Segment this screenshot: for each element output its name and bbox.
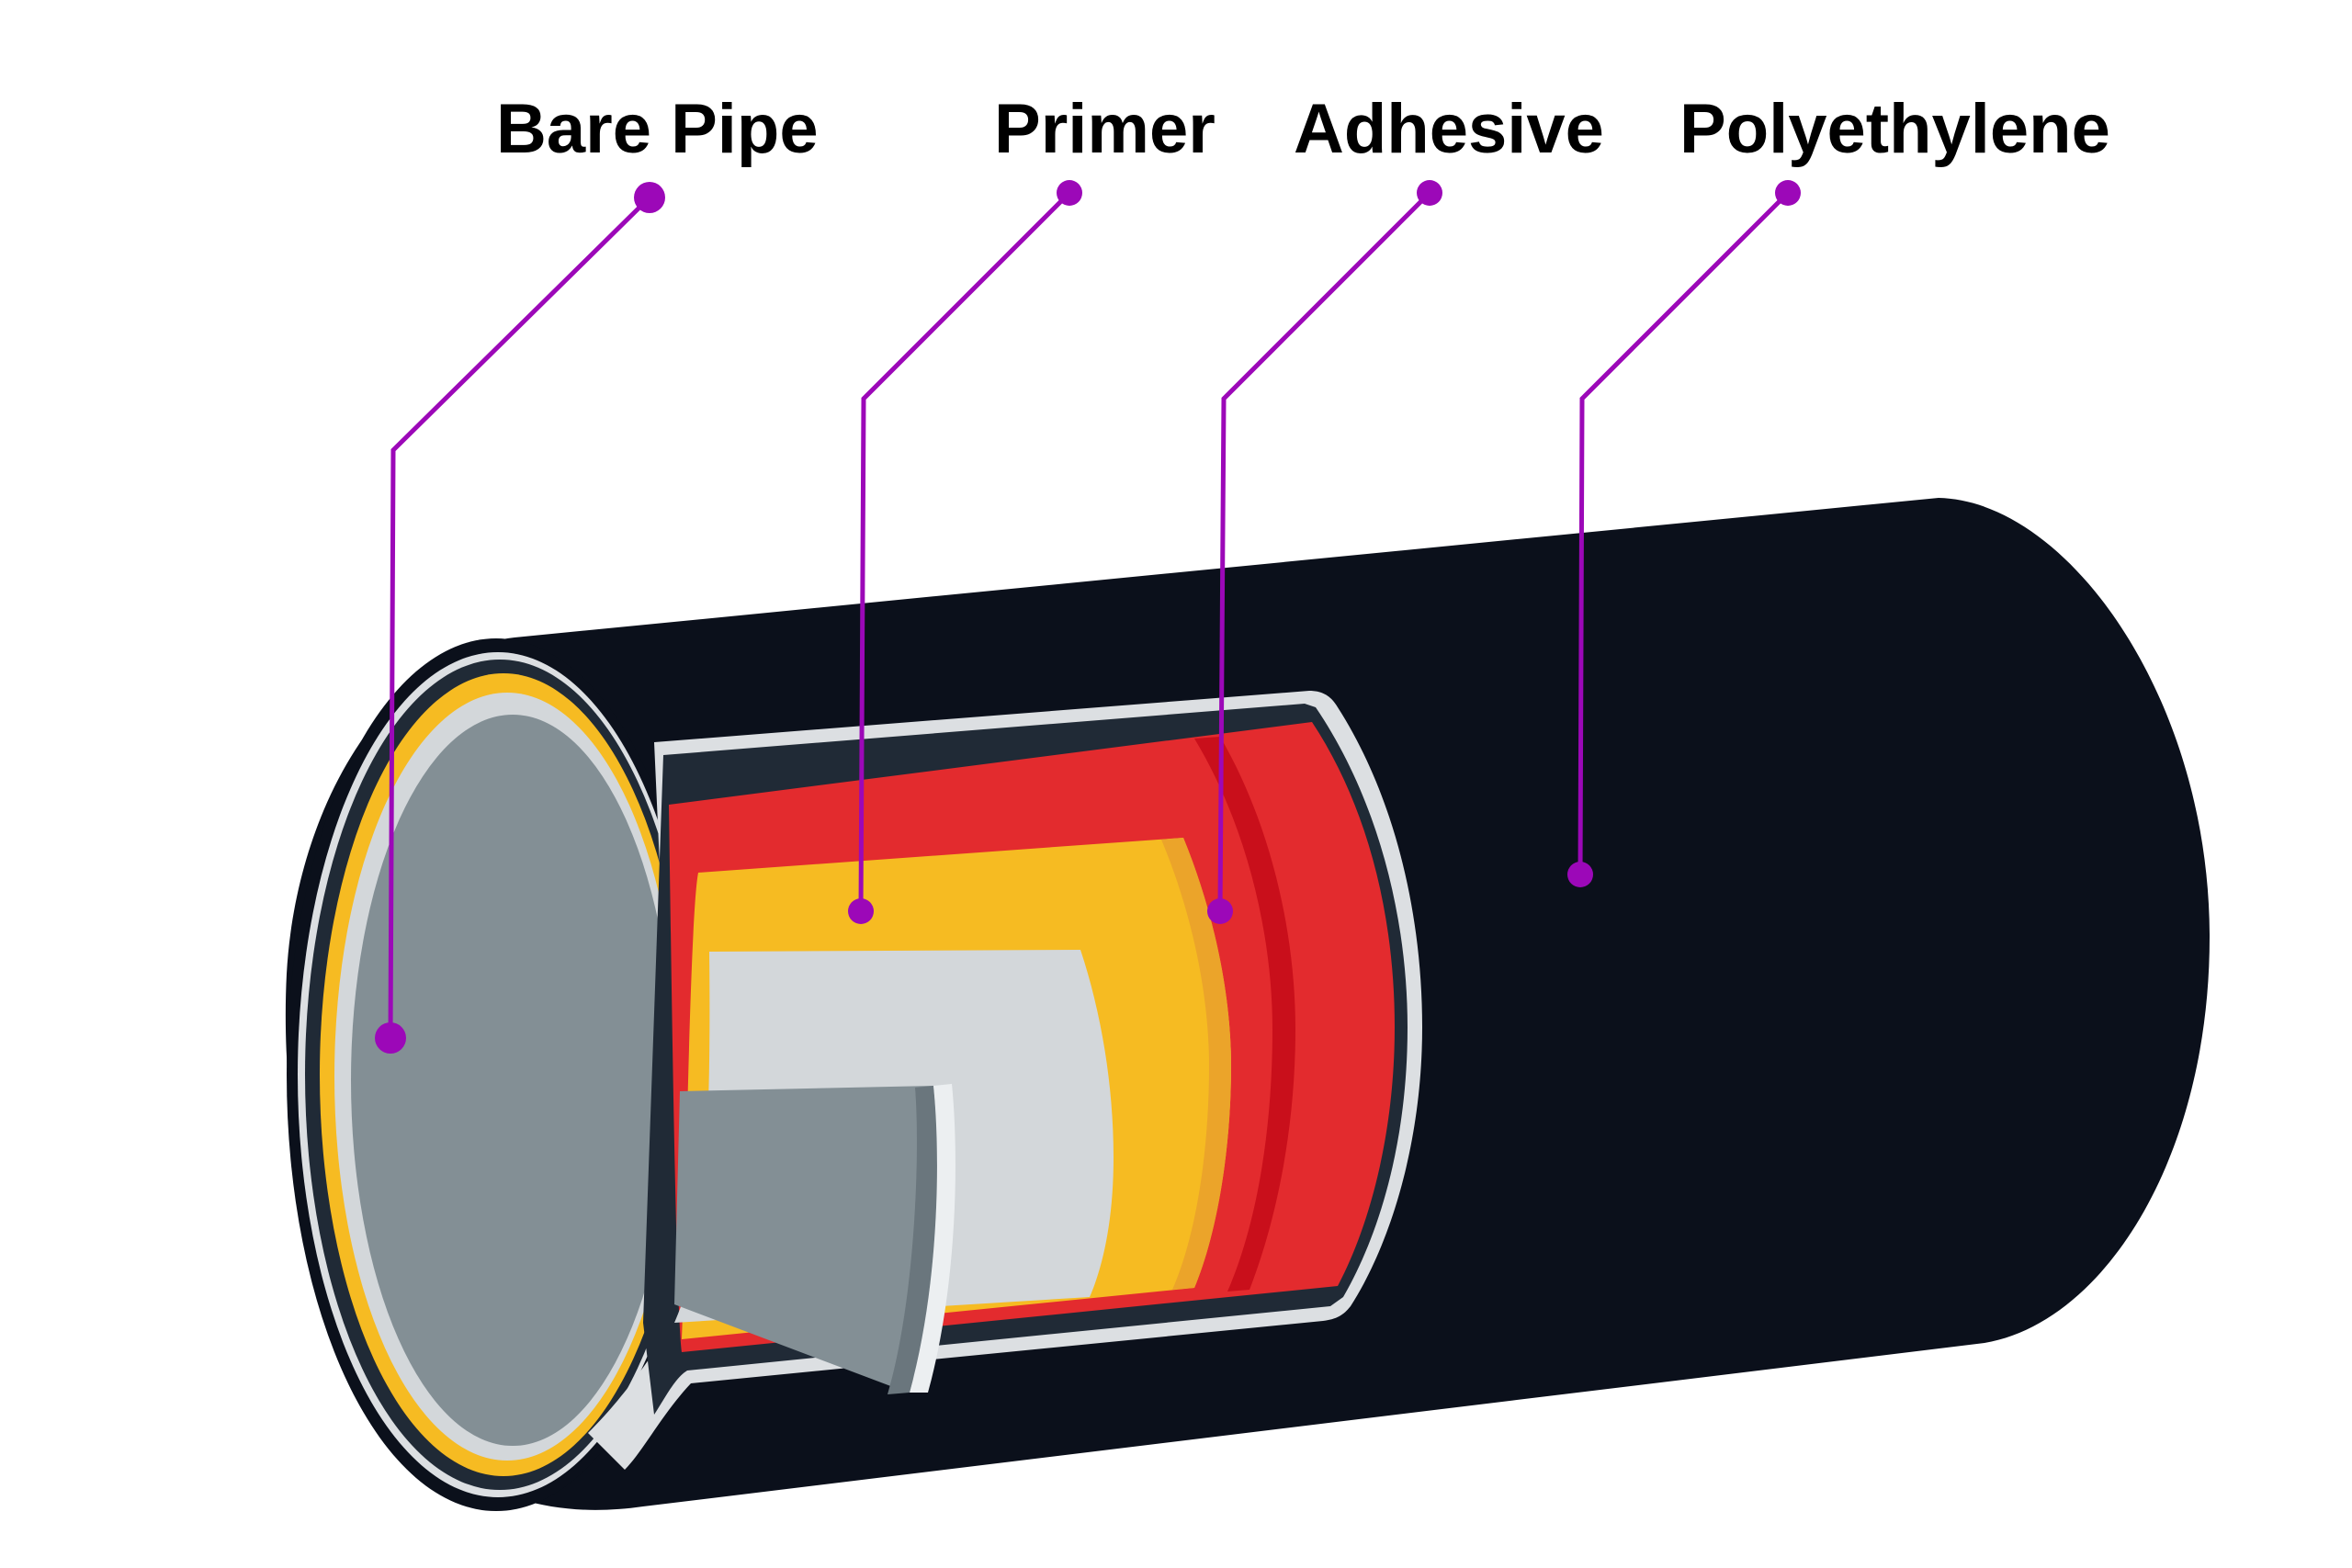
pipe-wall-notch-highlight — [910, 1084, 956, 1393]
bare-pipe-notch — [674, 1086, 939, 1393]
callout-primer: Primer — [848, 90, 1216, 924]
label-polyethylene: Polyethylene — [1679, 90, 2110, 168]
leader-dot-top-polyethylene — [1775, 180, 1801, 206]
label-adhesive: Adhesive — [1294, 90, 1604, 168]
callout-bare-pipe: Bare Pipe — [375, 90, 819, 1054]
cap-bare-pipe-face — [351, 715, 674, 1446]
callout-polyethylene: Polyethylene — [1567, 90, 2110, 887]
leader-dot-target-primer — [848, 898, 874, 924]
leader-dot-top-bare-pipe — [634, 182, 665, 213]
leader-line-polyethylene — [1577, 191, 1790, 875]
cutaway-section — [588, 691, 1422, 1470]
callouts: Bare Pipe Primer Adhesive Polyethylene — [375, 90, 2110, 1054]
leader-dot-target-bare-pipe — [375, 1022, 406, 1054]
leader-line-adhesive — [1217, 191, 1431, 912]
label-primer: Primer — [994, 90, 1216, 168]
leader-line-bare-pipe — [388, 196, 651, 1039]
adhesive-shadow-arc — [1194, 737, 1295, 1292]
callout-adhesive: Adhesive — [1207, 90, 1604, 924]
leader-dot-top-primer — [1057, 180, 1082, 206]
leader-dot-target-adhesive — [1207, 898, 1233, 924]
leader-dot-target-polyethylene — [1567, 862, 1593, 887]
leader-dot-top-adhesive — [1417, 180, 1442, 206]
label-bare-pipe: Bare Pipe — [496, 90, 819, 168]
primer-shadow-arc — [1161, 838, 1231, 1290]
bare-pipe-notch-shadow — [888, 1086, 937, 1394]
leader-line-primer — [858, 191, 1071, 912]
